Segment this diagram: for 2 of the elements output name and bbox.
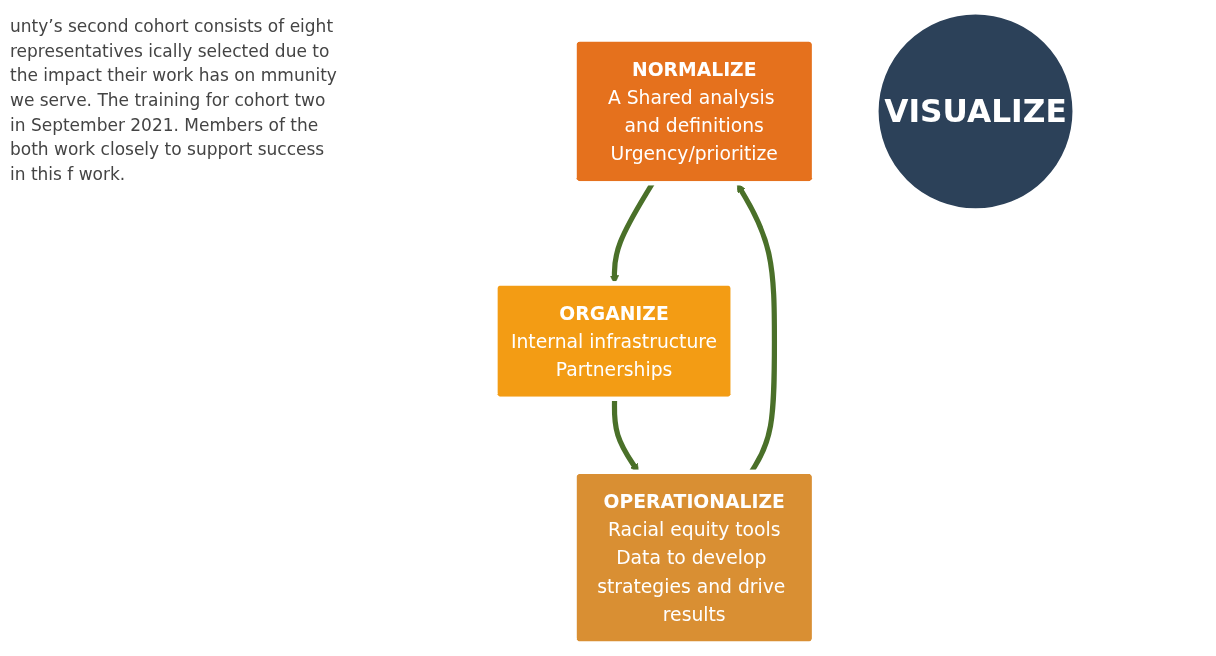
intro-paragraph: unty’s second cohort consists of eight representatives ically selected due to the impact their work has on mmunity we serve. The training for cohort two in September 2021. Members of the both work closely to support success in this f work. <box>10 15 338 186</box>
arrow <box>611 399 639 473</box>
